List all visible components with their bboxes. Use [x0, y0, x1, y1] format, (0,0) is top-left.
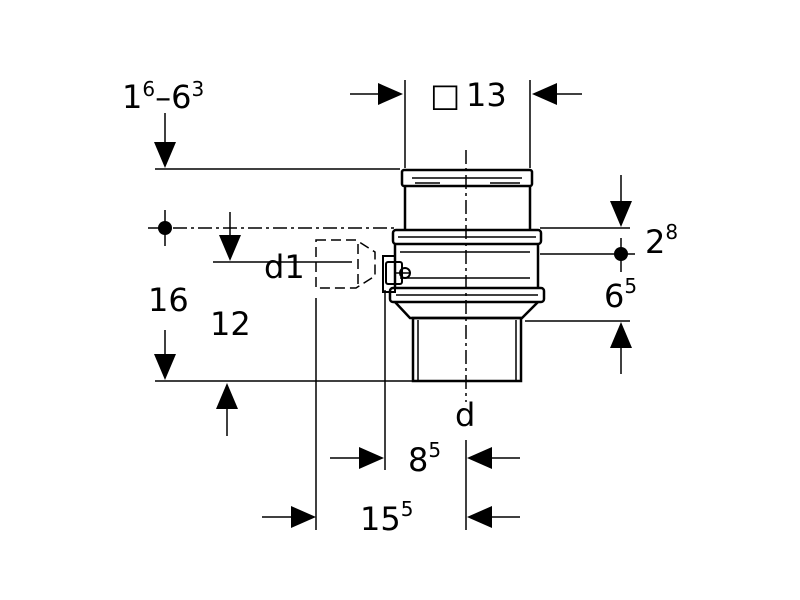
- square-symbol-icon: □: [430, 76, 460, 114]
- side-inlet-dashed: [315, 239, 376, 289]
- arrow-down-icon: [610, 201, 632, 227]
- side-connector: [382, 255, 411, 293]
- arrow-up-icon: [216, 383, 238, 409]
- arrow-down-icon: [219, 235, 241, 261]
- reference-point-left: [148, 210, 395, 246]
- dim-bottom-155: 155: [360, 497, 413, 538]
- dim-d: d: [455, 396, 475, 434]
- dim-16: 16: [148, 281, 189, 319]
- arrow-left-icon: [532, 83, 557, 105]
- dim-right-mid: 65: [604, 274, 637, 315]
- arrow-right-icon: [359, 447, 384, 469]
- dim-12: 12: [210, 305, 251, 343]
- arrow-down-icon: [154, 142, 176, 168]
- reference-dot-icon: [614, 247, 628, 261]
- extension-lines: [155, 80, 635, 530]
- reference-dot-icon: [158, 221, 172, 235]
- dim-square-13: 13: [466, 76, 507, 114]
- arrow-left-icon: [467, 447, 492, 469]
- arrow-down-icon: [154, 354, 176, 380]
- drain-body: [388, 168, 546, 383]
- dim-right-top: 28: [645, 220, 678, 261]
- dim-top-left: 16–63: [122, 77, 204, 116]
- arrow-up-icon: [610, 322, 632, 348]
- dim-bottom-85: 85: [408, 438, 441, 479]
- arrow-left-icon: [467, 506, 492, 528]
- arrow-right-icon: [378, 83, 403, 105]
- reference-point-right: [614, 238, 628, 272]
- arrow-right-icon: [291, 506, 316, 528]
- dim-d1: d1: [264, 248, 305, 286]
- dimension-arrows: [154, 83, 632, 528]
